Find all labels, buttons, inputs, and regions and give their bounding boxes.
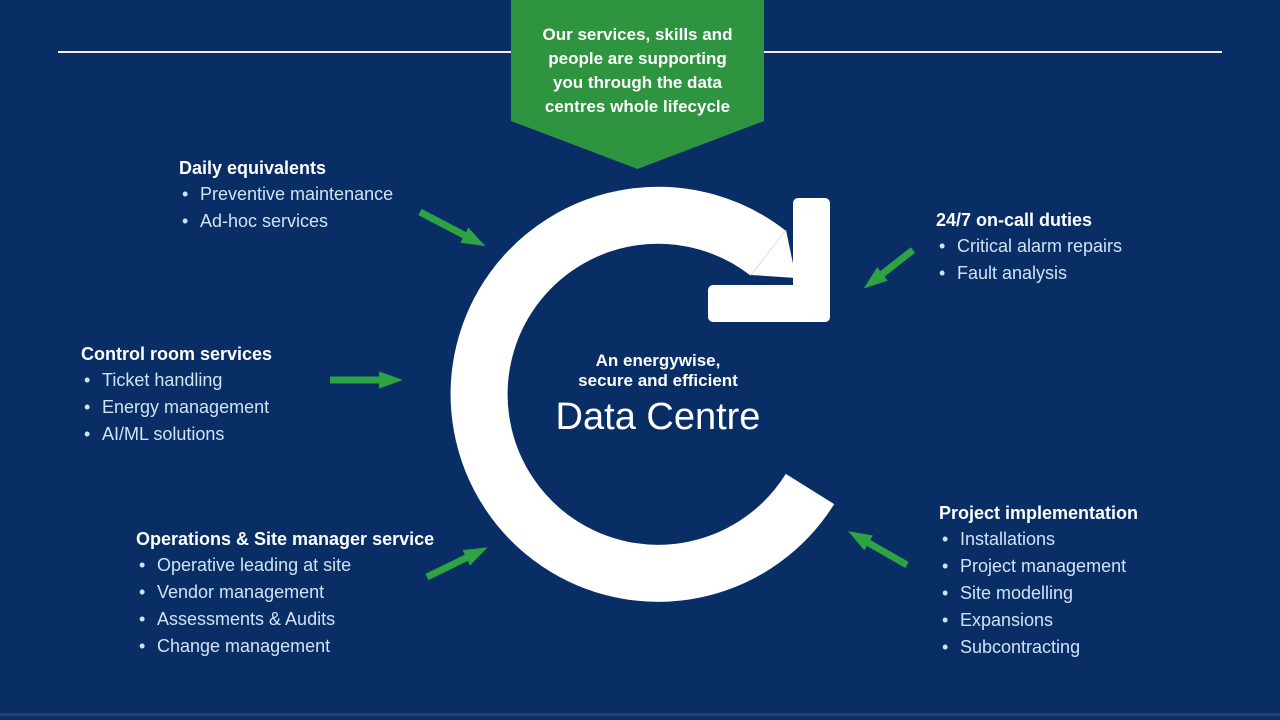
center-subtitle-line: An energywise, (595, 351, 721, 370)
center-title: Data Centre (555, 396, 761, 438)
list-item: Critical alarm repairs (936, 233, 1122, 260)
section-list: Critical alarm repairs Fault analysis (936, 233, 1122, 287)
section-on-call-duties: 24/7 on-call duties Critical alarm repai… (936, 208, 1122, 287)
section-list: Preventive maintenance Ad-hoc services (179, 181, 393, 235)
list-item: Expansions (939, 607, 1138, 634)
section-heading: Control room services (81, 344, 273, 364)
center-subtitle-line: secure and efficient (578, 371, 738, 390)
list-item: Vendor management (136, 579, 434, 606)
section-control-room-services: Control room services Ticket handling En… (81, 342, 272, 448)
connector-arrow-project-implementation (848, 531, 909, 569)
list-item: Ticket handling (81, 367, 272, 394)
list-item: Preventive maintenance (179, 181, 393, 208)
connector-arrow-on-call-duties (863, 247, 916, 289)
center-label: An energywise, secure and efficient Data… (556, 351, 761, 438)
list-item: Assessments & Audits (136, 606, 434, 633)
banner-text-line: Our services, skills and (542, 25, 733, 44)
list-item: Change management (136, 633, 434, 660)
section-heading: Daily equivalents (179, 158, 327, 178)
banner-text-line: centres whole lifecycle (544, 97, 731, 116)
section-heading: Operations & Site manager service (136, 529, 435, 549)
list-item: Installations (939, 526, 1138, 553)
banner-text-line: you through the data (552, 73, 723, 92)
list-item: Site modelling (939, 580, 1138, 607)
list-item: Ad-hoc services (179, 208, 393, 235)
section-project-implementation: Project implementation Installations Pro… (939, 501, 1138, 661)
section-operations-site-manager: Operations & Site manager service Operat… (136, 527, 434, 660)
list-item: Operative leading at site (136, 552, 434, 579)
list-item: Project management (939, 553, 1138, 580)
list-item: Subcontracting (939, 634, 1138, 661)
bottom-divider-line (0, 713, 1280, 716)
list-item: AI/ML solutions (81, 421, 272, 448)
list-item: Fault analysis (936, 260, 1122, 287)
section-list: Operative leading at site Vendor managem… (136, 552, 434, 660)
section-daily-equivalents: Daily equivalents Preventive maintenance… (179, 156, 393, 235)
section-list: Ticket handling Energy management AI/ML … (81, 367, 272, 448)
section-list: Installations Project management Site mo… (939, 526, 1138, 661)
cycle-arrow-icon (450, 186, 835, 602)
list-item: Energy management (81, 394, 272, 421)
banner-text-line: people are supporting (548, 49, 727, 68)
connector-arrow-daily-equivalents (418, 208, 486, 247)
section-heading: 24/7 on-call duties (936, 210, 1093, 230)
section-heading: Project implementation (939, 503, 1139, 523)
